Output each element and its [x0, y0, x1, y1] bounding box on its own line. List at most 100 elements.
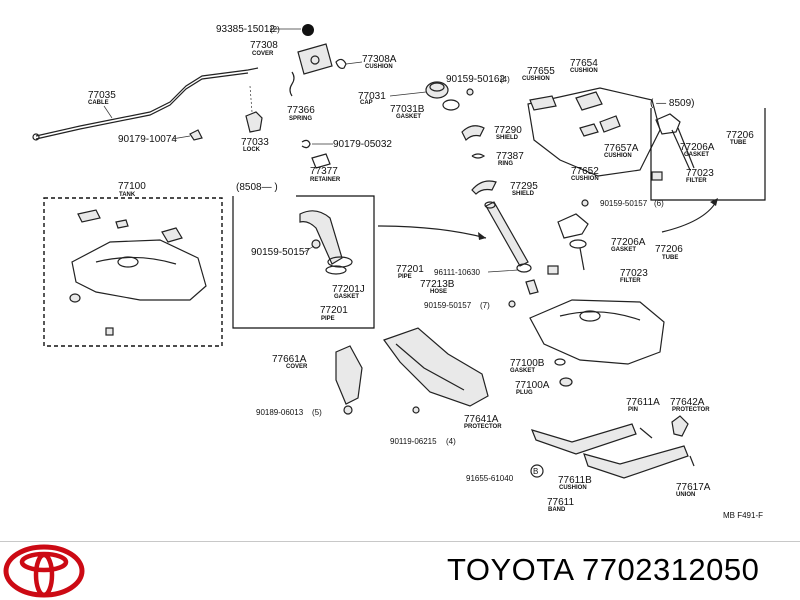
name-77642A: PROTECTOR [672, 407, 710, 413]
pin [639, 427, 653, 439]
label-77661A: 77661A [272, 354, 307, 365]
label-77652: 77652 [571, 166, 599, 177]
name-77206A-top: GASKET [684, 152, 709, 158]
label-77308: 77308 [250, 40, 278, 51]
name-77201: PIPE [398, 274, 412, 280]
name-77213B: HOSE [430, 289, 447, 295]
upper-fuel-tank [527, 87, 661, 177]
label-77617A: 77617A [676, 482, 711, 493]
label-90179-05032: 90179-05032 [333, 139, 392, 150]
ring [471, 153, 486, 159]
tank-pad-b [115, 219, 129, 229]
band-marker: B [533, 467, 538, 476]
name-77655: CUSHION [522, 76, 550, 82]
filler-pipe-inset: (8508— ) 90159-50157 77201J GASKET 77201… [232, 182, 375, 329]
label-77290: 77290 [494, 125, 522, 136]
release-cable [35, 67, 259, 137]
filler-hose [525, 279, 539, 295]
label-77377: 77377 [310, 166, 338, 177]
qty-90119-06215: (4) [446, 437, 456, 446]
label-77100B: 77100B [510, 358, 545, 369]
label-77295: 77295 [510, 181, 538, 192]
drawing-reference: MB F491-F [723, 511, 763, 520]
inset-mid-frame [232, 195, 375, 329]
name-77387: RING [498, 161, 513, 167]
shield-77295 [471, 180, 497, 195]
label-77201J: 77201J [332, 284, 365, 295]
name-77308A: CUSHION [365, 64, 393, 70]
name-77100: TANK [119, 192, 136, 198]
label-91655-61040: 91655-61040 [466, 474, 514, 483]
gasket-77206A-top [655, 113, 681, 135]
name-77023: FILTER [620, 278, 641, 284]
name-77641A: PROTECTOR [464, 424, 502, 430]
name-77031B: GASKET [396, 114, 421, 120]
qty-93385-15012: (2) [270, 25, 280, 34]
label-90159-50157-7: 90159-50157 [424, 301, 472, 310]
label-77642A: 77642A [670, 397, 705, 408]
tank-pad-c [161, 227, 183, 243]
name-77366: SPRING [289, 116, 312, 122]
screw-90159-50157-6 [581, 199, 589, 207]
label-90119-06215: 90119-06215 [390, 437, 437, 446]
label-77031: 77031 [358, 91, 386, 102]
union [689, 455, 695, 467]
cap-gasket [442, 99, 460, 111]
sender-gasket [557, 213, 589, 239]
sender-tube [579, 247, 585, 271]
filler-pipe [485, 201, 529, 267]
label-77611B: 77611B [558, 475, 592, 486]
tank-grommet [69, 293, 81, 303]
filler-cap-group: 77031 CAP 77031B GASKET 90159-50162 (4) … [358, 74, 538, 197]
name-77035: CABLE [88, 100, 109, 106]
clip-90179-10074 [189, 129, 203, 141]
name-77206A: GASKET [611, 247, 636, 253]
label-77206-tube-top: 77206 [726, 130, 754, 141]
lower-fuel-tank [529, 299, 665, 365]
label-77206A-top: 77206A [680, 142, 715, 153]
label-93385-15012: 93385-15012 [216, 24, 275, 35]
filler-pipe-group: 77201 PIPE 96111-10630 77213B HOSE 90159… [396, 201, 539, 310]
name-77201-box: PIPE [321, 316, 335, 322]
tank-pad-a [77, 209, 101, 223]
label-77033: 77033 [241, 137, 269, 148]
label-77657A: 77657A [604, 143, 639, 154]
protector-group: 77661A COVER 90189-06013 (5) 77641A PROT… [256, 327, 502, 446]
name-77201J: GASKET [334, 294, 359, 300]
name-77023-top: FILTER [686, 178, 707, 184]
cushion-77654 [575, 91, 603, 111]
label-77100: 77100 [118, 181, 146, 192]
qty-90189-06013: (5) [312, 408, 322, 417]
label-77201-box: 77201 [320, 305, 348, 316]
pipe-clamp [516, 263, 532, 273]
name-77611A: PIN [628, 407, 638, 413]
label-77611A: 77611A [626, 397, 660, 408]
inset-mid-range: (8508— ) [236, 182, 278, 193]
label-90189-06013: 90189-06013 [256, 408, 304, 417]
name-77308: COVER [252, 51, 274, 57]
name-77657A: CUSHION [604, 153, 632, 159]
direction-arrow-2 [661, 201, 717, 233]
label-77213B: 77213B [420, 279, 455, 290]
label-77387: 77387 [496, 151, 524, 162]
label-77654: 77654 [570, 58, 598, 69]
clip-90179-05032 [301, 139, 311, 149]
label-77023: 77023 [620, 268, 648, 279]
screw-90159-50157-7 [508, 300, 516, 308]
qty-90159-50162: (4) [500, 75, 510, 84]
label-77100A: 77100A [515, 380, 550, 391]
arrow-head-1 [478, 232, 486, 240]
fuel-cap [425, 81, 449, 99]
lid-cushion [335, 58, 347, 69]
drain-plug [559, 377, 573, 387]
screw-90119-06215 [412, 406, 420, 414]
name-77031: CAP [360, 100, 373, 106]
label-77035: 77035 [88, 90, 116, 101]
cushion-77655 [529, 95, 557, 111]
name-77652: CUSHION [571, 176, 599, 182]
inset-range: ( — 8509) [650, 98, 694, 109]
name-77377: RETAINER [310, 177, 341, 183]
footer-divider [0, 541, 800, 542]
name-77290: SHIELD [496, 135, 519, 141]
filter-77023-top [651, 171, 663, 181]
